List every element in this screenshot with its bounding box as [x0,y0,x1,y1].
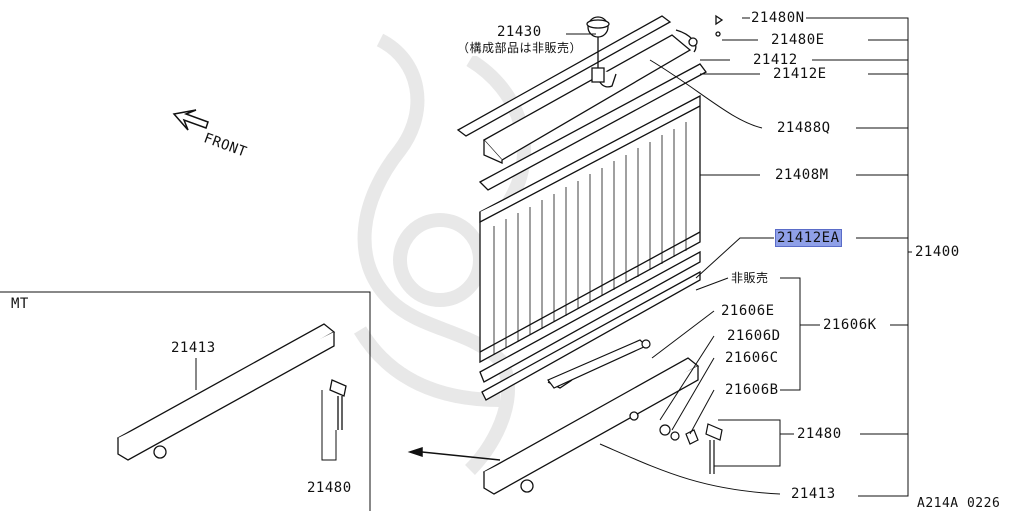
part-21430-note: （構成部品は非販売） [456,40,584,56]
part-21606c-label[interactable]: 21606C [724,350,780,366]
not-sold-label: 非販売 [730,270,770,286]
drawing-code: A214A 0226 [916,496,1002,512]
part-21480-label[interactable]: 21480 [796,426,843,442]
part-21480n-label[interactable]: 21480N [750,10,806,26]
part-21480e-label[interactable]: 21480E [770,32,826,48]
part-21430-label[interactable]: 21430 [496,24,543,40]
part-21412-label[interactable]: 21412 [752,52,799,68]
part-21606k-label[interactable]: 21606K [822,317,878,333]
part-21408m-label[interactable]: 21408M [774,167,830,183]
mt-inset [0,291,371,511]
mt-pointer-arrow [407,446,501,461]
drain-parts [547,339,723,474]
front-arrow [172,109,209,131]
mt-part-21413-label[interactable]: 21413 [170,340,217,356]
mt-part-21480-label[interactable]: 21480 [306,480,353,496]
mt-lower-tank [116,323,347,461]
upper-tank [456,14,724,191]
lower-tank [482,357,700,495]
part-21606e-label[interactable]: 21606E [720,303,776,319]
part-21488q-label[interactable]: 21488Q [776,120,832,136]
mt-inset-label: MT [10,296,30,312]
part-21412e-label[interactable]: 21412E [772,66,828,82]
part-21606b-label[interactable]: 21606B [724,382,780,398]
part-21400-label[interactable]: 21400 [914,244,961,260]
part-21413-label[interactable]: 21413 [790,486,837,502]
part-21412ea-label[interactable]: 21412EA [775,229,842,247]
radiator-core [479,94,701,401]
part-21606d-label[interactable]: 21606D [726,328,782,344]
